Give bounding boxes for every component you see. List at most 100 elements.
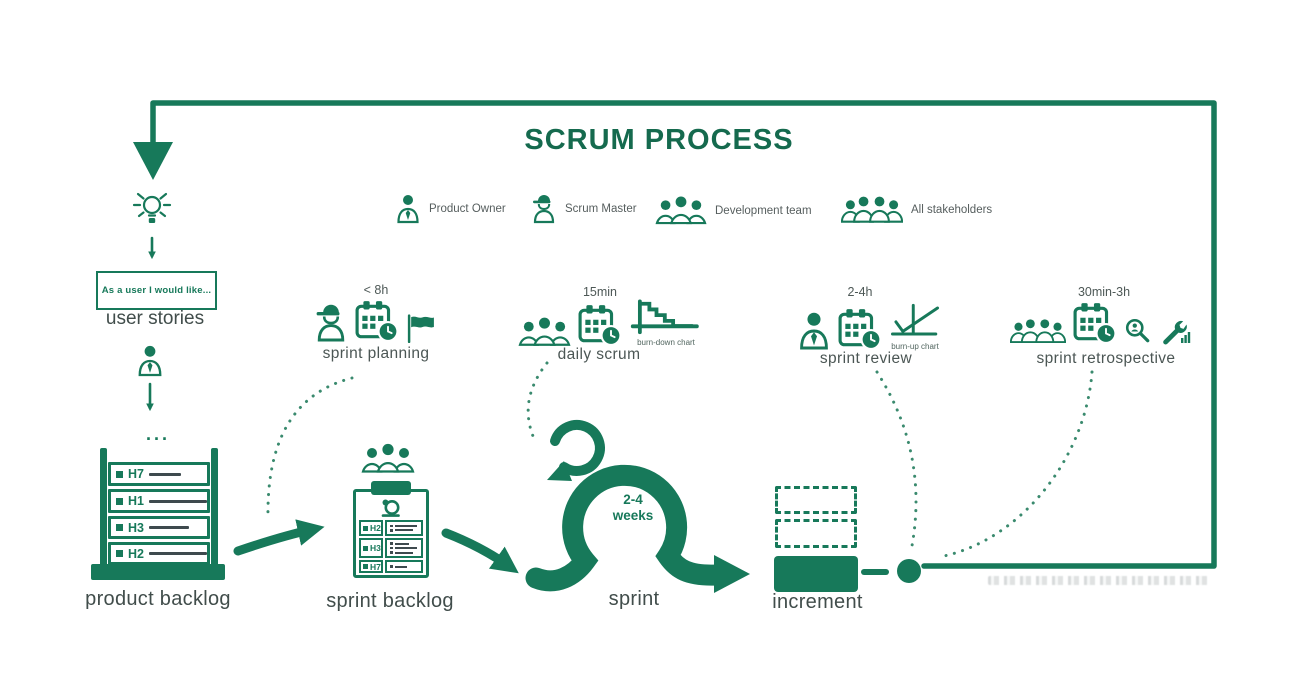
product-backlog-left-post [100, 448, 107, 568]
backlog-item-id: H3 [128, 520, 144, 535]
burn-down-chart-label: burn-down chart [637, 338, 695, 347]
daily-scrum-time: 15min [582, 285, 618, 299]
lightbulb-icon [130, 186, 174, 230]
bullet-square-icon [116, 470, 123, 478]
sprint-item-id: H7 [370, 561, 381, 572]
product-backlog-ellipsis: ... [145, 424, 170, 444]
user-stories-label: user stories [105, 308, 205, 329]
sprint-retrospective-label: sprint retrospective [1036, 350, 1176, 367]
task-list [385, 560, 423, 573]
bullet-square-icon [116, 550, 123, 557]
sprint-item-id: H3 [370, 543, 381, 553]
development-team-icon [518, 317, 571, 347]
increment-dashed-box [775, 519, 857, 548]
scrum-master-icon [531, 193, 557, 225]
increment-solid-box [774, 556, 858, 592]
calendar-clock-icon [578, 304, 622, 347]
clipboard-clip [371, 481, 411, 495]
legend-item-development-team: Development team [655, 196, 812, 225]
legend-item-all-stakeholders: All stakeholders [840, 194, 993, 225]
backlog-item-row: H7 [108, 462, 210, 486]
release-node [861, 559, 921, 583]
legend-label: All stakeholders [911, 203, 993, 216]
sprint-goal-icon [377, 497, 404, 519]
sprint-label: sprint [608, 588, 660, 610]
sprint-review-label: sprint review [819, 350, 913, 367]
sprint-retrospective-time: 30min-3h [1077, 285, 1131, 299]
sprint-review-icons: burn-up chart [797, 301, 941, 351]
backlog-item-row: H2 [108, 542, 210, 565]
start-arrowhead [133, 142, 173, 180]
burn-up-chart-group: burn-up chart [889, 301, 941, 351]
backlog-item-row: H1 [108, 489, 210, 513]
product-backlog-label: product backlog [85, 588, 231, 610]
calendar-clock-icon [838, 308, 882, 351]
sprint-duration-top: 2-4 [623, 492, 643, 507]
backlog-item-line [148, 472, 181, 476]
product-owner-icon [395, 193, 421, 225]
burn-up-chart-label: burn-up chart [891, 342, 939, 351]
backlog-item-line [148, 499, 207, 503]
legend-item-product-owner: Product Owner [395, 193, 506, 225]
arrow-product-to-sprint-backlog [233, 519, 325, 556]
backlog-item-line [148, 552, 207, 555]
daily-scrum-label: daily scrum [557, 346, 641, 363]
product-owner-icon [797, 311, 831, 351]
dotted-link-sprint-planning [266, 376, 354, 520]
bullet-square-icon [363, 564, 368, 569]
legend-label: Scrum Master [565, 203, 637, 215]
backlog-item-id: H1 [128, 494, 144, 508]
bullet-square-icon [363, 545, 368, 551]
daily-loop-arrow [547, 420, 605, 481]
product-backlog-base [91, 564, 225, 580]
sprint-backlog-rows: H2 H3 H7 [359, 520, 423, 575]
sprint-planning-time: < 8h [363, 283, 389, 297]
calendar-clock-icon [355, 300, 399, 343]
calendar-clock-icon [1073, 302, 1117, 345]
all-stakeholders-icon [1009, 317, 1067, 345]
sprint-backlog-label: sprint backlog [326, 590, 454, 612]
backlog-item-id: H2 [128, 546, 144, 561]
task-list [385, 520, 423, 536]
legend-label: Product Owner [429, 203, 506, 215]
sprint-retrospective-icons [1009, 302, 1191, 345]
user-story-note-box: As a user I would like... [96, 271, 217, 310]
flag-icon [406, 314, 437, 344]
dotted-link-sprint-review [875, 370, 918, 553]
page-title: SCRUM PROCESS [524, 124, 794, 156]
sprint-duration-bottom: weeks [612, 508, 654, 523]
backlog-item-line [148, 526, 189, 529]
burn-down-chart-icon [629, 299, 703, 337]
scrum-master-icon [314, 303, 348, 343]
sprint-backlog-clipboard [353, 489, 429, 578]
sprint-backlog-row: H3 [359, 538, 423, 558]
sprint-planning-icons [314, 300, 437, 344]
sprint-planning-label: sprint planning [322, 345, 430, 362]
wrench-chart-icon [1159, 317, 1191, 345]
backlog-item-row: H3 [108, 516, 210, 539]
user-story-note-text: As a user I would like... [101, 285, 212, 296]
dotted-link-daily-scrum [526, 361, 549, 445]
magnifier-icon [1124, 317, 1152, 345]
sprint-review-time: 2-4h [847, 285, 873, 299]
bullet-square-icon [116, 497, 123, 505]
product-backlog-right-post [211, 448, 218, 568]
sprint-backlog-row: H7 [359, 560, 423, 573]
product-owner-icon [136, 344, 164, 378]
development-team-icon [655, 196, 707, 225]
legend-item-scrum-master: Scrum Master [531, 193, 637, 225]
bullet-square-icon [363, 525, 368, 531]
task-list [385, 538, 423, 558]
sprint-backlog-row: H2 [359, 520, 423, 536]
legend-label: Development team [715, 204, 812, 217]
arrow-sprint-backlog-to-sprint [441, 528, 519, 574]
all-stakeholders-icon [840, 194, 904, 225]
burn-down-chart-group: burn-down chart [629, 299, 703, 347]
sprint-duration: 2-4 weeks [593, 492, 673, 524]
development-team-icon [361, 443, 415, 474]
bullet-square-icon [116, 524, 123, 531]
sprint-item-id: H2 [370, 523, 381, 533]
daily-scrum-icons: burn-down chart [518, 299, 703, 347]
burn-up-chart-icon [889, 301, 941, 341]
